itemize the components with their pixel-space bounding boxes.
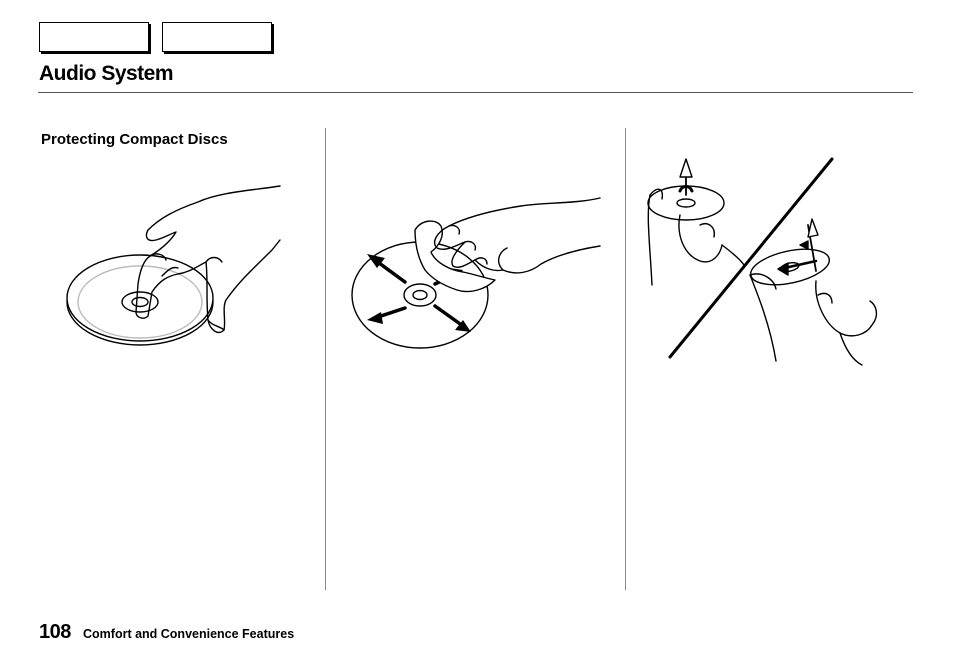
footer-section-title: Comfort and Convenience Features	[83, 627, 295, 641]
page-number: 108	[39, 621, 71, 643]
hand-holding-disc-icon	[66, 185, 281, 346]
page-title: Audio System	[39, 62, 174, 85]
nav-button-next[interactable]	[162, 22, 272, 52]
column-divider	[325, 128, 326, 590]
title-divider	[38, 92, 913, 93]
disc-handling-icon	[647, 157, 878, 366]
nav-button-previous[interactable]	[39, 22, 149, 52]
section-heading: Protecting Compact Discs	[41, 131, 228, 148]
column-divider	[625, 128, 626, 590]
wiping-disc-icon	[351, 197, 601, 349]
